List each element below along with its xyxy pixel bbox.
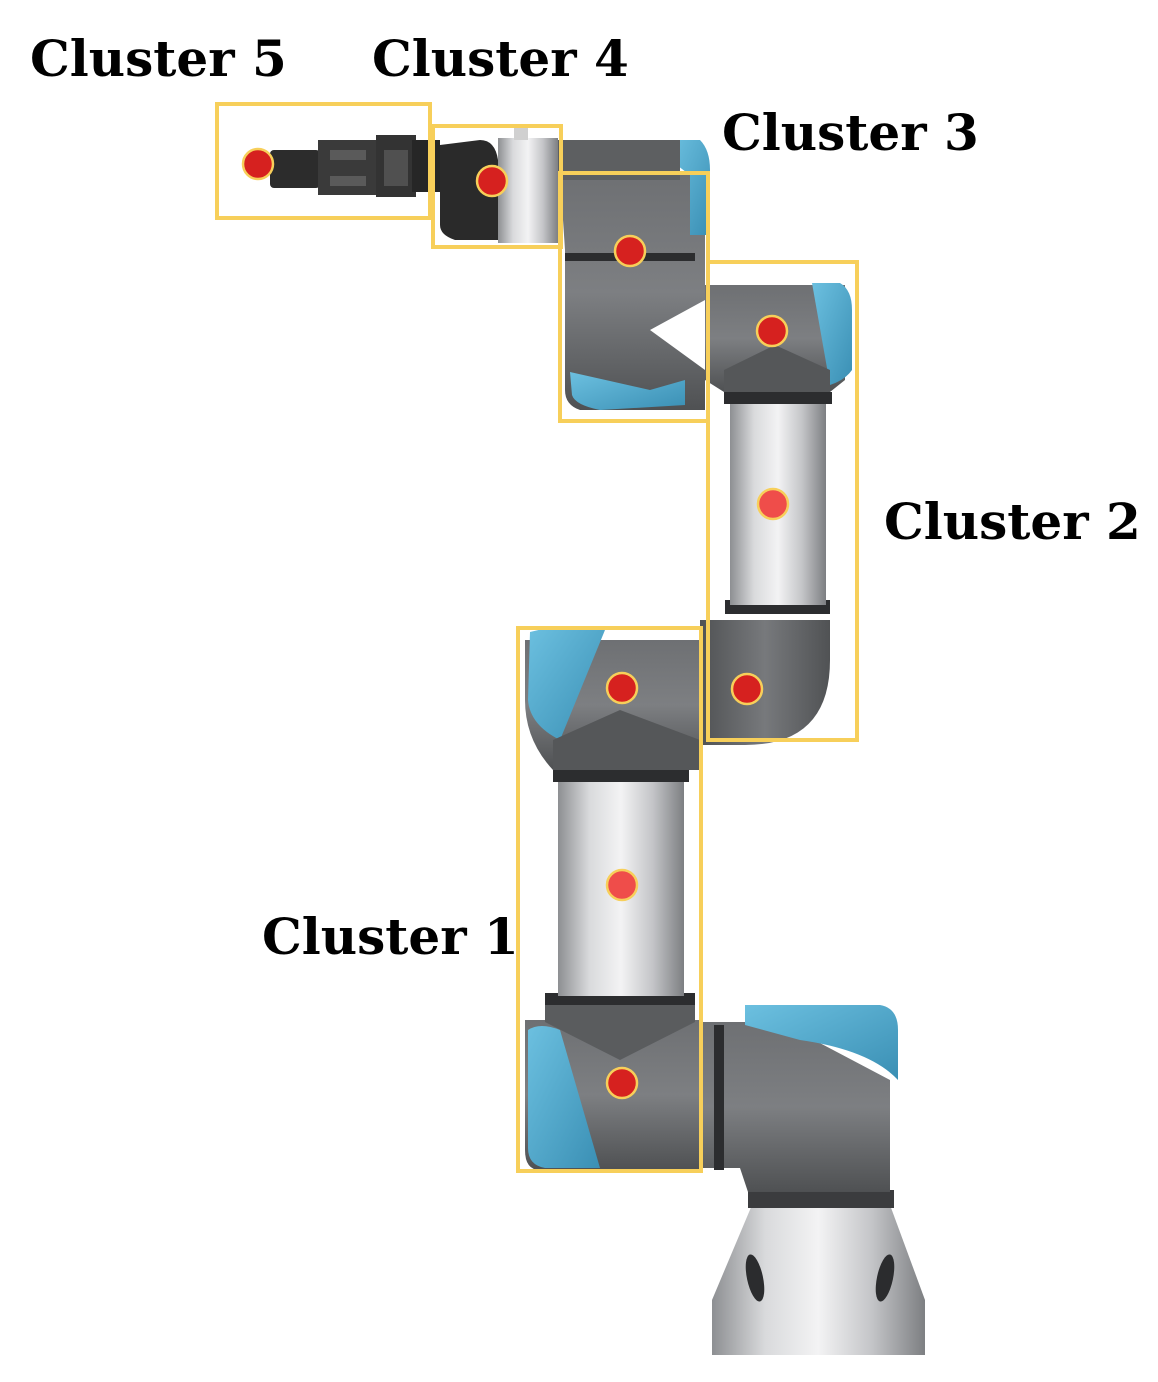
cluster-4-segment	[440, 128, 558, 243]
cluster-3-box	[558, 171, 710, 423]
cluster-4-label: Cluster 4	[372, 29, 629, 88]
cluster-3-marker-1	[613, 234, 647, 268]
cluster-2-marker-3	[755, 314, 789, 348]
cluster-boxes	[215, 102, 859, 1173]
cluster-1-label: Cluster 1	[262, 907, 519, 966]
cluster-2-box	[706, 260, 859, 742]
shoulder-joint	[700, 1005, 898, 1192]
cluster-4-marker-1	[475, 164, 509, 198]
cluster-2-marker-2	[756, 487, 790, 521]
cluster-3-segment	[555, 140, 710, 410]
cluster-1-marker-1	[605, 1066, 639, 1100]
cluster-2-marker-1	[730, 672, 764, 706]
cluster-5-label: Cluster 5	[30, 29, 287, 88]
cluster-2-label: Cluster 2	[884, 492, 1141, 551]
cluster-1-marker-3	[605, 671, 639, 705]
cluster-markers	[241, 147, 790, 1100]
cluster-1-box	[516, 626, 703, 1173]
cluster-5-marker-1	[241, 147, 275, 181]
cluster-1-marker-2	[605, 868, 639, 902]
cluster-5-segment	[270, 135, 440, 197]
cluster-5-box	[215, 102, 432, 220]
cluster-3-label: Cluster 3	[722, 103, 979, 162]
cluster-1-segment	[525, 627, 700, 1170]
cluster-4-box	[431, 124, 563, 249]
robot-base	[712, 1190, 925, 1355]
